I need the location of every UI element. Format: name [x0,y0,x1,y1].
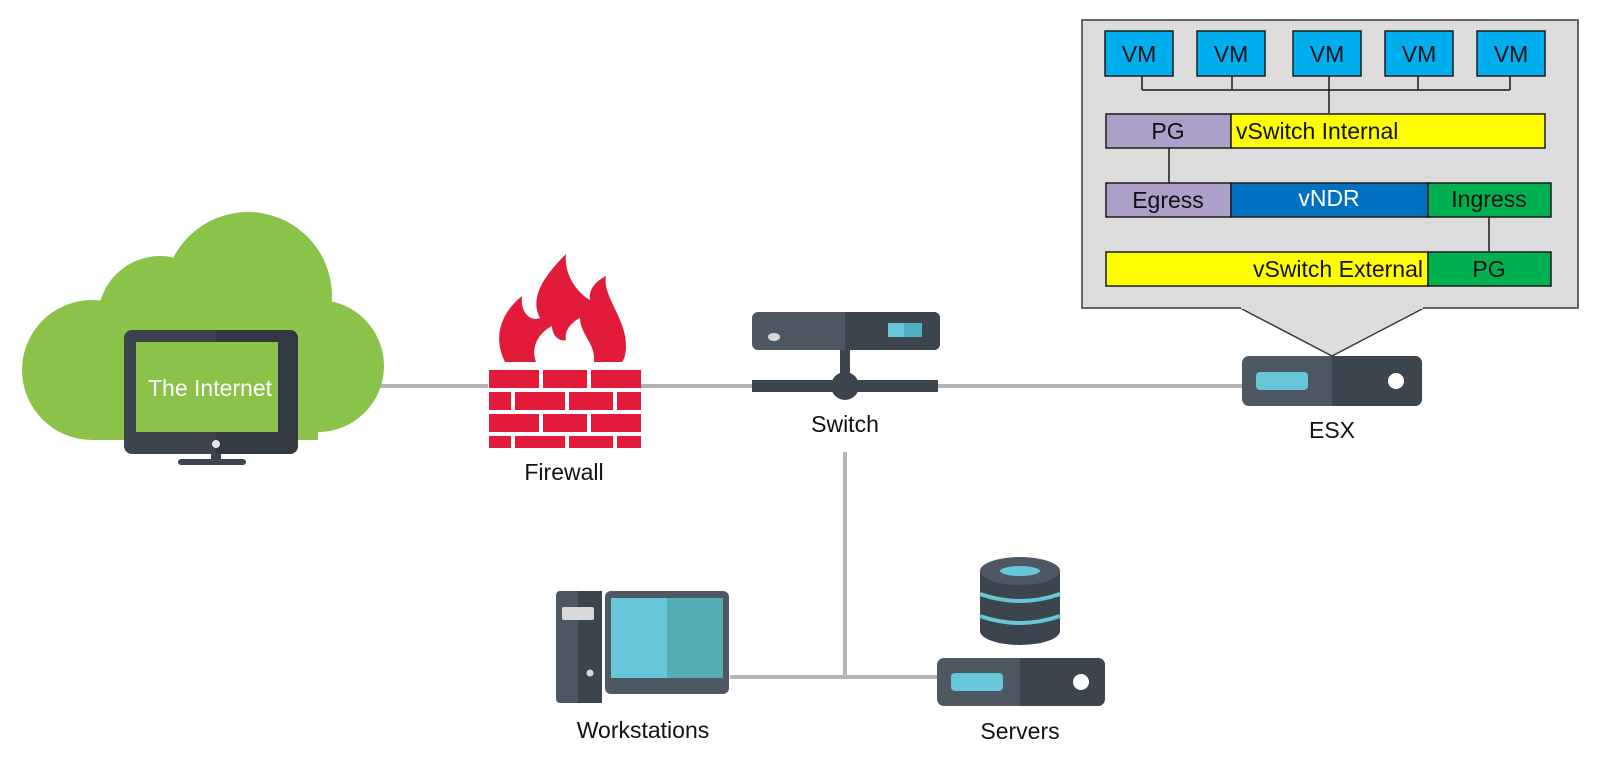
esx-label: ESX [1309,417,1355,443]
vm-box[interactable]: VM [1104,30,1174,77]
workstations-label: Workstations [577,717,710,743]
vm-label: VM [1214,41,1249,67]
network-links [375,384,1242,679]
vswitch-internal-row: PG vSwitch Internal [1105,113,1546,149]
switch-node[interactable]: Switch [752,312,940,437]
brick-wall-icon [489,370,641,448]
vswitch-external-label: vSwitch External [1253,256,1423,282]
pg-internal-cell[interactable]: PG [1105,113,1232,149]
vm-box[interactable]: VM [1476,30,1546,77]
servers-node[interactable]: Servers [937,557,1105,744]
switch-icon [752,312,940,400]
vm-row: VM VM VM VM VM [1104,30,1546,77]
ingress-label: Ingress [1451,186,1526,212]
server-icon [1242,356,1422,406]
panel-connectors [1141,76,1511,251]
ingress-cell[interactable]: Ingress [1427,182,1552,218]
internet-label: The Internet [148,375,273,401]
workstations-node[interactable]: Workstations [556,591,729,743]
vm-label: VM [1310,41,1345,67]
vm-label: VM [1494,41,1529,67]
egress-label: Egress [1132,187,1204,213]
servers-label: Servers [980,718,1059,744]
flame-icon [499,254,626,362]
callout-pointer [1239,307,1425,357]
vm-box[interactable]: VM [1292,30,1362,77]
vswitch-external-cell[interactable]: vSwitch External [1105,251,1429,287]
esx-node[interactable]: ESX [1242,356,1422,443]
vndr-row: Egress vNDR Ingress [1105,182,1552,218]
egress-cell[interactable]: Egress [1105,182,1232,218]
pg-external-cell[interactable]: PG [1427,251,1552,287]
firewall-node[interactable]: Firewall [489,254,641,485]
vm-box[interactable]: VM [1196,30,1266,77]
vndr-cell[interactable]: vNDR [1230,182,1429,218]
server-icon [937,658,1105,706]
flame-inner [534,318,595,362]
vswitch-internal-cell[interactable]: vSwitch Internal [1230,113,1546,149]
monitor-icon [124,330,298,465]
vswitch-external-row: vSwitch External PG [1105,251,1552,287]
vm-box[interactable]: VM [1384,30,1454,77]
esx-detail-panel: VM VM VM VM VM PG [1081,19,1579,357]
firewall-label: Firewall [524,459,603,485]
vm-label: VM [1122,41,1157,67]
desktop-computer-icon [556,591,729,703]
database-icon [979,557,1061,645]
switch-label: Switch [811,411,879,437]
firewall-icon [489,254,641,448]
vndr-label: vNDR [1298,185,1359,211]
vswitch-internal-label: vSwitch Internal [1236,118,1398,144]
pg-external-label: PG [1472,256,1505,282]
pg-internal-label: PG [1151,118,1184,144]
vm-label: VM [1402,41,1437,67]
internet-node[interactable]: The Internet [22,212,384,465]
